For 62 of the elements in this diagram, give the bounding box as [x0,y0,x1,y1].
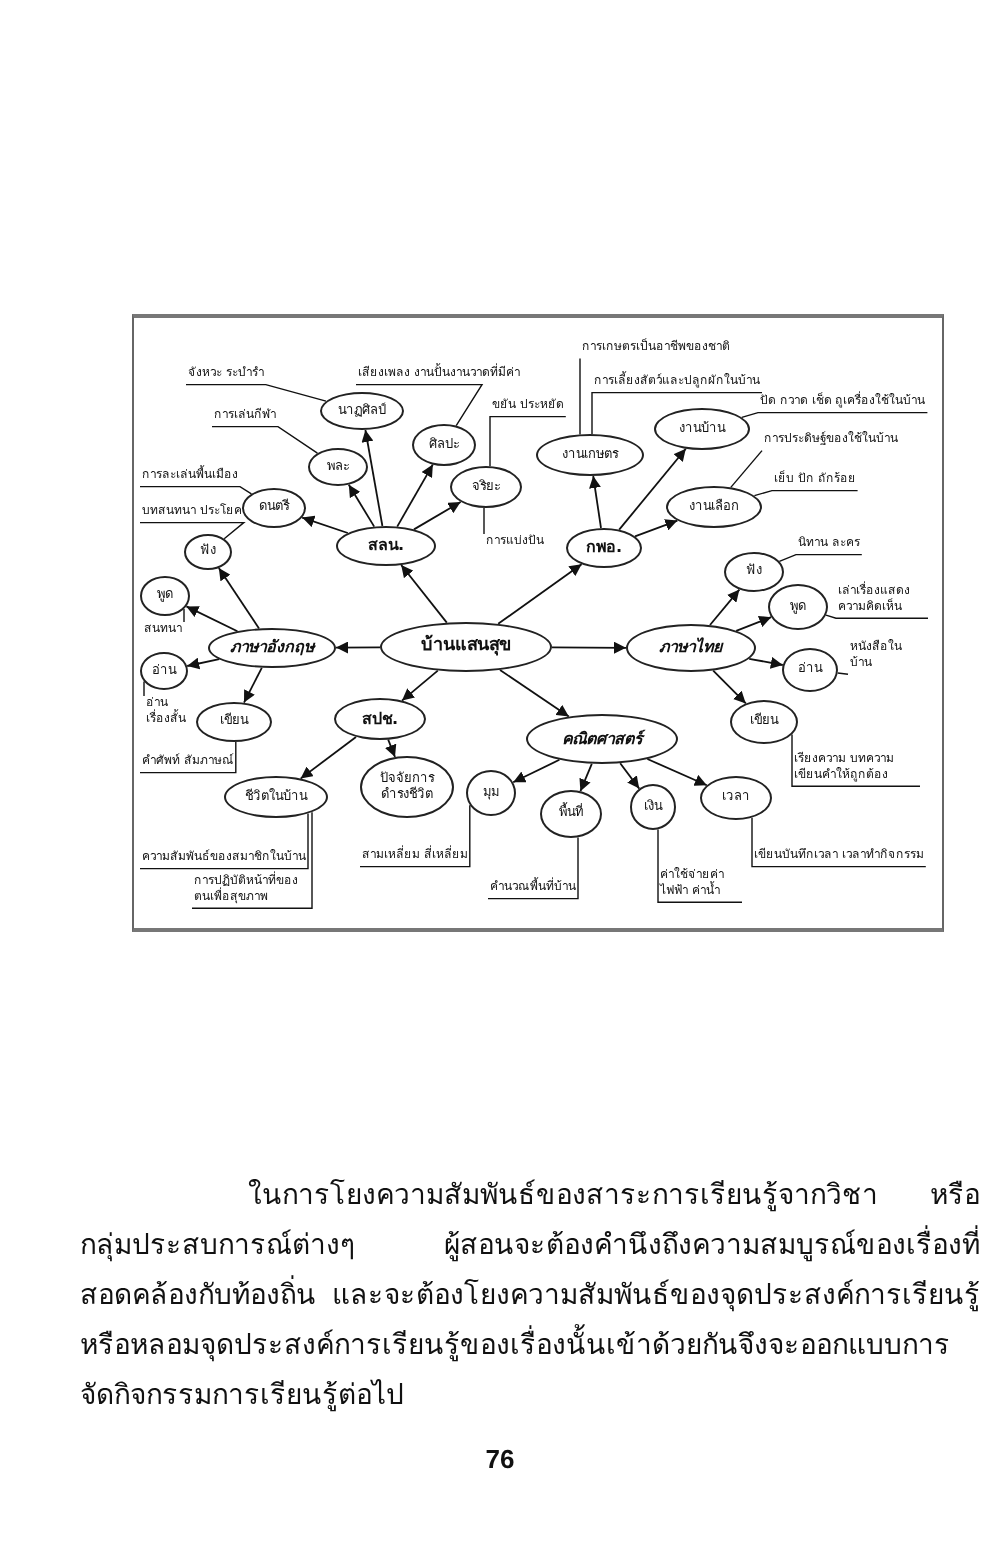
arrow [299,736,357,780]
leader-line [579,357,581,436]
arrow [709,588,741,626]
leader-line [139,521,246,540]
arrow [748,656,784,669]
subject-ellipse: คณิตศาสตร์ [526,714,678,764]
leader-line [778,553,863,563]
arrow [497,563,583,625]
arrow [579,762,593,793]
arrow [217,567,260,630]
arrow [712,669,747,705]
arrow [243,666,263,704]
arrow [619,762,641,790]
arrow [618,447,687,531]
subject-ellipse: สลน. [336,526,436,566]
leader-line [191,811,313,909]
arrow [499,669,570,718]
leader-line [183,608,185,623]
arrow [396,463,434,528]
subject-ellipse: กพอ. [566,528,642,568]
leader-line [753,489,859,497]
leader-line [730,449,763,489]
leader-line [741,411,929,419]
arrow [512,758,561,784]
leader-line [185,383,327,402]
leader-line [791,733,921,787]
leader-line [591,391,763,435]
body-paragraph: ในการโยงความสัมพันธ์ของสาระการเรียนรู้จากวิชา หรือกลุ่มประสบการณ์ต่างๆ ผู้สอนจะต้องคำนึงถึงความสมบูรณ์ของเรื่องที่สอดคล้องกับท้องถิ่น และจะต้องโยงความสัมพันธ์ของจุดประสงค์การเรียนรู้ หรือหลอมจุดประสงค์การเรียนรู้ของเรื่องนั้นเข้าด้วยกันจึงจะออกแบบการจัดกิจกรรมการเรียนรู้ต่อไป [80,1177,980,1416]
arrow [646,758,708,787]
subject-ellipse: ภาษาไทย [626,624,756,672]
leader-line [143,680,145,697]
arrow [400,564,448,624]
arrow [634,519,679,538]
leader-line [139,812,309,870]
arrow [335,641,381,654]
arrow [401,669,439,702]
leader-line [355,383,484,427]
leader-line [359,804,471,868]
leader-line [483,507,485,535]
arrow [185,605,239,633]
arrow [385,738,397,758]
arrow [361,429,384,527]
leader-line [751,817,927,868]
leader-line [825,614,929,619]
arrow [735,615,773,632]
leader-line [139,741,237,774]
arrow [589,475,602,529]
arrow [551,641,627,654]
leader-line [837,672,849,675]
subject-ellipse: สปช. [334,698,426,740]
central-topic-ellipse: บ้านแสนสุข [380,622,552,672]
arrow [301,515,349,534]
leader-line [139,485,253,495]
leader-line [487,836,579,900]
subject-ellipse: ภาษาอังกฤษ [208,628,336,668]
leader-line [657,828,743,903]
arrow [413,501,462,531]
leader-line [489,415,567,467]
page-number: 76 [483,1444,517,1474]
leader-line [211,425,319,454]
arrow [186,657,221,670]
arrow [347,483,376,528]
